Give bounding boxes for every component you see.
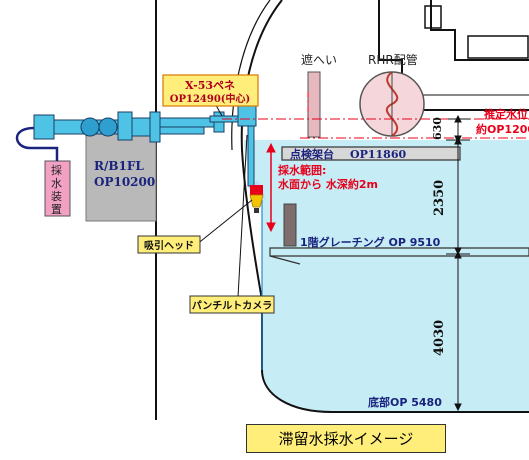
camera-label-box — [189, 295, 275, 314]
penetration-level: OP12490(中心) — [170, 92, 250, 105]
camera-box — [237, 105, 257, 127]
suction-head-label-box — [137, 235, 201, 254]
suction-head — [249, 185, 264, 213]
device-char-4: 置 — [51, 203, 62, 216]
device-char-2: 水 — [51, 177, 62, 190]
sampling-device — [44, 160, 71, 217]
caption-text: 滞留水採水イメージ — [278, 430, 414, 448]
hose — [15, 126, 59, 161]
penetration-label-box — [162, 74, 259, 107]
sampling-range-desc: 水面から 水深約2m — [278, 177, 378, 191]
grating — [269, 247, 529, 257]
sampling-range-title: 採水範囲: — [278, 163, 326, 177]
dimension-4030: 4030 — [432, 320, 447, 356]
shield-label: 遮へい — [301, 52, 337, 67]
floor-level: OP10200 — [94, 175, 155, 189]
dimension-lines — [446, 114, 470, 412]
suction-head-label: 吸引ヘッド — [144, 239, 194, 252]
caption-box: 滞留水採水イメージ — [246, 424, 446, 453]
vessel-wall — [240, 0, 529, 413]
rhr-label: RHR配管 — [368, 52, 418, 67]
bottom-label: 底部OP 5480 — [368, 395, 442, 409]
device-char-1: 採 — [51, 163, 62, 177]
shield-column — [307, 71, 321, 138]
estimated-level-value: 約OP12000 — [476, 122, 529, 136]
submerged-post — [283, 203, 297, 247]
sampling-device-label: 採 水 装 置 — [51, 163, 62, 216]
floor-block — [85, 133, 157, 222]
floor-name: R/B1FL — [94, 159, 144, 173]
estimated-level-title: 推定水位 — [484, 107, 528, 121]
camera-label: パンチルトカメラ — [192, 300, 273, 312]
inspection-platform-level: OP11860 — [350, 148, 406, 161]
sampling-range-arrow — [266, 142, 276, 233]
penetration-name: X-53ペネ — [185, 79, 235, 92]
dimension-2350: 2350 — [432, 180, 447, 216]
device-char-3: 装 — [51, 190, 62, 203]
grating-label: 1階グレーチング OP 9510 — [300, 235, 441, 249]
inspection-platform — [281, 146, 461, 161]
inspection-platform-label: 点検架台 — [290, 147, 334, 161]
rhr-pipe — [359, 71, 425, 137]
dimension-630: 630 — [431, 117, 444, 140]
